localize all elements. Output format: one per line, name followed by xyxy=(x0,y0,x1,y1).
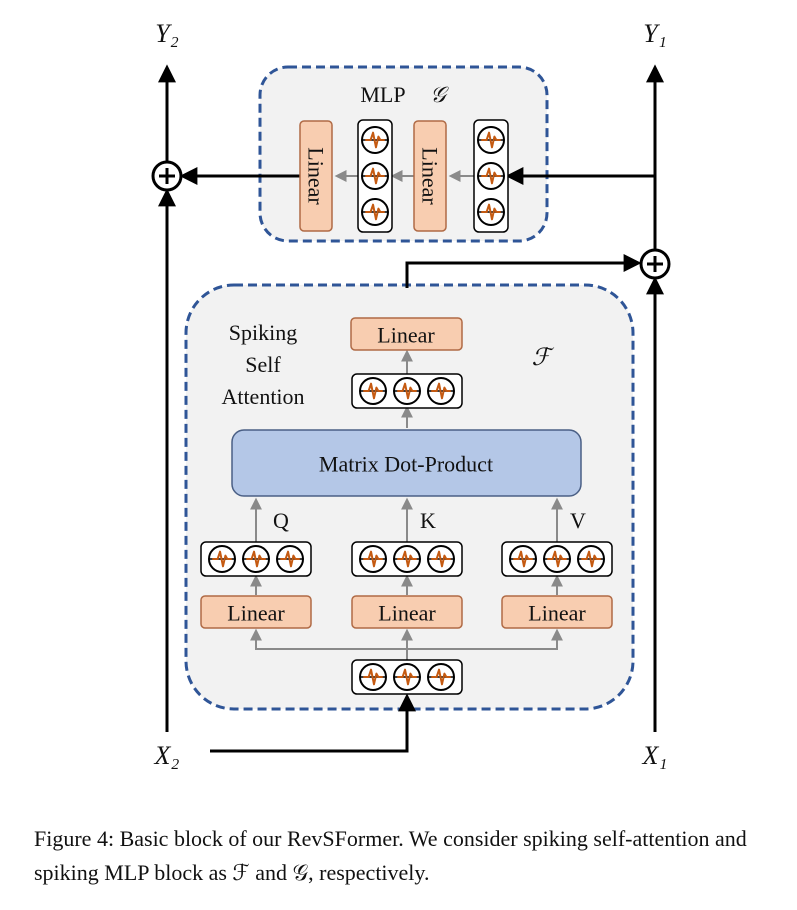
attention-output-neuron-group-neuron-3 xyxy=(427,377,455,405)
add-node-mlp xyxy=(151,160,183,192)
mlp-neuron-group-2-neuron-1 xyxy=(361,126,389,154)
revsformer-block-diagram: Linear Linear MLP 𝒢 Spiking Self Attenti… xyxy=(151,19,671,770)
residual-paths xyxy=(158,64,664,753)
value-linear-box xyxy=(501,595,613,629)
attention-input-neuron-group xyxy=(351,659,463,695)
key-linear-box xyxy=(351,595,463,629)
neuron-groups xyxy=(200,119,613,695)
input-x1-label: X₁ xyxy=(642,741,668,770)
key-neuron-group-neuron-1 xyxy=(359,545,387,573)
mlp-neuron-group-2-neuron-2 xyxy=(361,162,389,190)
internal-arrows xyxy=(250,170,563,661)
query-neuron-group-neuron-3 xyxy=(276,545,304,573)
attention-input-neuron-group-neuron-2 xyxy=(393,663,421,691)
matrix-dot-product-box xyxy=(231,429,582,497)
attention-output-neuron-group xyxy=(351,373,463,409)
mlp-neuron-group-1-neuron-3 xyxy=(477,198,505,226)
mlp-neuron-group-1-neuron-2 xyxy=(477,162,505,190)
key-neuron-group-neuron-2 xyxy=(393,545,421,573)
key-linear-label: Linear xyxy=(378,601,436,626)
mlp-neuron-group-2 xyxy=(357,119,393,233)
attention-title-line-3: Attention xyxy=(221,384,304,409)
mlp-neuron-group-1 xyxy=(473,119,509,233)
mlp-symbol: 𝒢 xyxy=(430,82,449,107)
attention-symbol: ℱ xyxy=(532,345,555,371)
mlp-linear-box-2 xyxy=(299,120,333,232)
figure-caption: Figure 4: Basic block of our RevSFormer.… xyxy=(34,822,774,890)
key-neuron-group-neuron-3 xyxy=(427,545,455,573)
mlp-linear-label-1: Linear xyxy=(418,147,443,205)
mlp-linear-label-2: Linear xyxy=(304,147,329,205)
add-node-attention xyxy=(639,248,671,280)
mlp-title: MLP xyxy=(360,82,405,107)
attention-output-neuron-group-neuron-2 xyxy=(393,377,421,405)
mlp-neuron-group-2-neuron-3 xyxy=(361,198,389,226)
value-label: V xyxy=(570,508,586,533)
value-neuron-group-neuron-1 xyxy=(509,545,537,573)
mlp-linear-box-1 xyxy=(413,120,447,232)
key-neuron-group xyxy=(351,541,463,577)
caption-label: Figure 4: xyxy=(34,826,115,851)
value-linear-label: Linear xyxy=(528,601,586,626)
value-neuron-group-neuron-3 xyxy=(577,545,605,573)
attention-output-neuron-group-neuron-1 xyxy=(359,377,387,405)
caption-text: Basic block of our RevSFormer. We consid… xyxy=(34,826,747,885)
attention-title-line-1: Spiking xyxy=(229,320,297,345)
attention-top-linear-box xyxy=(350,317,463,351)
mlp-neuron-group-1-neuron-1 xyxy=(477,126,505,154)
output-y2-label: Y₂ xyxy=(155,19,179,48)
query-neuron-group xyxy=(200,541,312,577)
attention-input-neuron-group-neuron-3 xyxy=(427,663,455,691)
query-label: Q xyxy=(273,508,289,533)
query-linear-box xyxy=(200,595,312,629)
query-linear-label: Linear xyxy=(227,601,285,626)
matrix-dot-product-label: Matrix Dot-Product xyxy=(319,452,493,477)
output-y1-label: Y₁ xyxy=(643,19,667,48)
query-neuron-group-neuron-2 xyxy=(242,545,270,573)
attention-title-line-2: Self xyxy=(245,352,281,377)
value-neuron-group xyxy=(501,541,613,577)
query-neuron-group-neuron-1 xyxy=(208,545,236,573)
attention-top-linear-label: Linear xyxy=(377,323,435,348)
attention-input-neuron-group-neuron-1 xyxy=(359,663,387,691)
key-label: K xyxy=(420,508,436,533)
input-x2-label: X₂ xyxy=(154,741,180,770)
value-neuron-group-neuron-2 xyxy=(543,545,571,573)
